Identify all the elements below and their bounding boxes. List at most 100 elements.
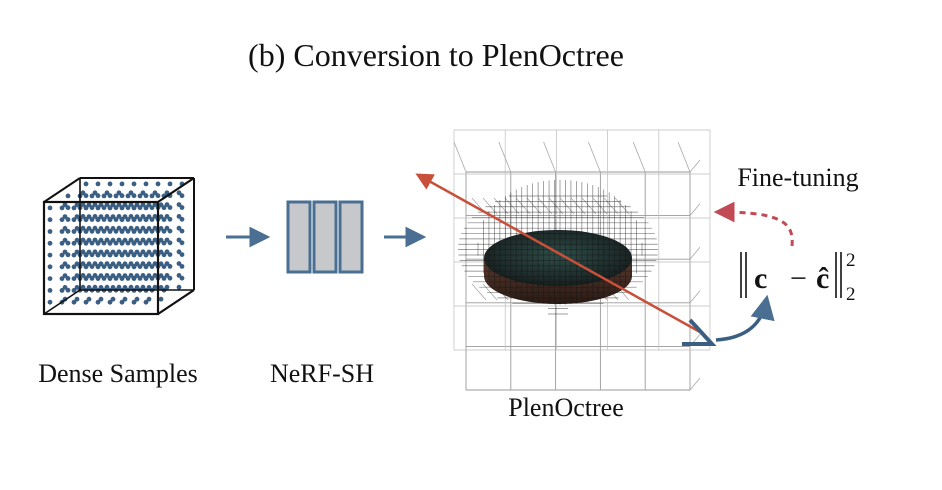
sample-dot (74, 202, 80, 208)
loss-c-hat: ĉ (816, 262, 829, 295)
sample-dot (59, 252, 65, 258)
sample-dot (167, 228, 173, 234)
sample-dot (179, 228, 185, 234)
sample-dot (152, 284, 158, 290)
sample-dot (176, 261, 182, 266)
sample-dot (89, 264, 95, 269)
sample-dot (122, 296, 128, 302)
sample-dot (167, 264, 173, 269)
sample-dot (83, 205, 89, 210)
sample-dot (167, 252, 173, 257)
sample-dot (104, 284, 110, 290)
sample-dot (164, 225, 170, 231)
sample-dot (143, 275, 149, 281)
sample-dot (167, 181, 173, 187)
sample-dot (119, 228, 125, 234)
sample-dot (176, 273, 182, 278)
sample-dot (131, 216, 137, 222)
sample-dot (140, 273, 146, 278)
sample-dot (128, 284, 134, 290)
sample-dot (140, 261, 146, 266)
sample-dot (143, 240, 149, 246)
sample-dot (83, 252, 89, 257)
render-arrow (715, 294, 775, 342)
sample-dot (71, 299, 77, 305)
sample-dot (80, 214, 86, 219)
camera-icon (682, 318, 717, 346)
scene-disc (484, 230, 632, 304)
sample-dot (104, 225, 110, 231)
sample-dot (116, 225, 122, 231)
sample-dot (125, 205, 131, 211)
sample-dot (113, 240, 119, 246)
sample-dot (83, 181, 89, 187)
sample-dot (92, 190, 98, 196)
sample-dot (104, 190, 110, 196)
sample-dot (101, 264, 107, 269)
sample-dot (155, 181, 161, 187)
sample-dot (137, 205, 143, 211)
sample-dot (80, 261, 86, 266)
sample-dot (128, 190, 134, 196)
sample-dot (152, 214, 158, 219)
sample-dot (143, 205, 149, 210)
sample-dot (107, 299, 113, 305)
sample-dot (62, 226, 68, 231)
sample-dot (125, 264, 131, 269)
sample-dot (65, 205, 71, 211)
sample-dot (59, 288, 65, 293)
sample-dot (119, 299, 125, 305)
sample-dot (65, 264, 71, 269)
sample-dot (140, 225, 146, 231)
sample-dot (107, 275, 113, 281)
sample-dot (161, 205, 167, 211)
sample-dot (80, 237, 86, 243)
plenoctree-volume (415, 129, 717, 391)
sample-dot (104, 261, 110, 266)
sample-dot (116, 273, 122, 278)
sample-dot (107, 264, 113, 269)
sample-dot (74, 285, 80, 290)
sample-dot (116, 249, 122, 255)
sample-dot (137, 252, 143, 258)
sample-dot (71, 217, 77, 223)
sample-dot (92, 214, 98, 219)
nerf-sh-network (286, 200, 364, 274)
sample-dot (71, 288, 77, 293)
sample-dot (152, 249, 158, 255)
sample-dot (107, 193, 113, 199)
sample-dot (89, 240, 95, 246)
nerf-sh-label: NeRF-SH (270, 359, 374, 388)
sample-dot (101, 217, 107, 222)
sample-dot (176, 225, 182, 231)
sample-dot (80, 190, 86, 196)
sample-dot (62, 273, 68, 278)
sample-dot (107, 240, 113, 246)
sample-dot (146, 296, 152, 302)
sample-dot (47, 229, 53, 234)
sample-dot (122, 285, 128, 290)
sample-dot (149, 205, 155, 211)
sample-dot (98, 285, 104, 290)
sample-dot (125, 193, 131, 199)
sample-dot (179, 193, 185, 199)
sample-dot (47, 252, 53, 258)
sample-dot (62, 261, 68, 267)
sample-dot (101, 228, 107, 234)
sample-dot (131, 264, 137, 269)
sample-dot (161, 276, 167, 281)
sample-dot (113, 193, 119, 199)
sample-dot (83, 275, 89, 281)
sample-dot (179, 252, 185, 257)
figure-title: (b) Conversion to PlenOctree (248, 37, 624, 73)
sample-dot (83, 299, 89, 305)
sample-dot (95, 205, 101, 210)
sample-dot (140, 284, 146, 290)
sample-dot (143, 181, 149, 187)
sample-dot (95, 252, 101, 257)
loss-c: c (754, 262, 767, 295)
sample-dot (80, 249, 86, 255)
sample-dot (119, 181, 125, 187)
sample-dot (152, 190, 158, 196)
sample-dot (113, 252, 119, 258)
